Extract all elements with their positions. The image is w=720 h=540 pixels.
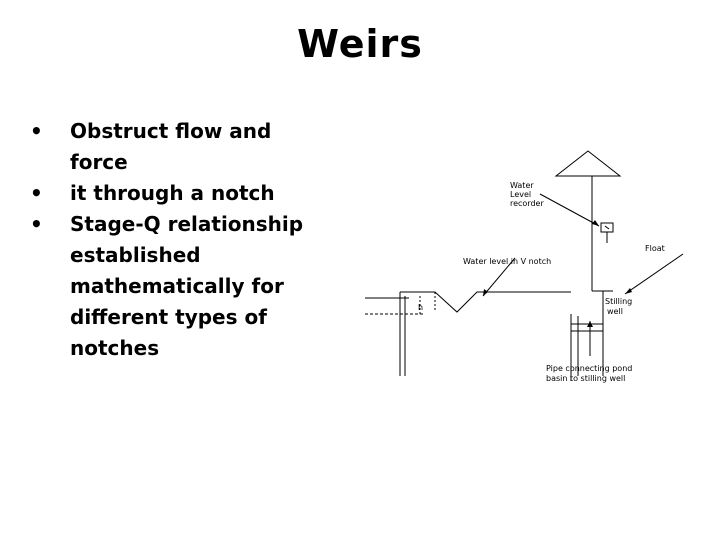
bullet-marker: • [30, 181, 43, 205]
label-recorder-line3: recorder [510, 199, 544, 208]
shelter-roof [554, 150, 622, 177]
bullet-item: • Stage-Q relationship established mathem… [30, 209, 330, 364]
bullet-item: • it through a notch [30, 178, 330, 209]
label-water-level-notch: Water level in V notch [463, 257, 551, 266]
bullet-text: it through a notch [70, 181, 275, 205]
bullet-marker: • [30, 212, 43, 236]
label-stilling-line2: well [607, 307, 623, 316]
bullet-text: Obstruct flow and force [70, 119, 272, 174]
bullet-list: • Obstruct flow and force • it through a n… [30, 116, 330, 364]
label-pipe-line2: basin to stilling well [546, 374, 625, 383]
weir-diagram: Water Level recorder Water level in V no… [365, 150, 684, 383]
bullet-marker: • [30, 119, 43, 143]
label-recorder-line2: Level [510, 190, 531, 199]
label-recorder-line1: Water [510, 181, 534, 190]
label-stilling-line1: Stilling [605, 297, 632, 306]
bullet-text: Stage-Q relationship established mathema… [70, 212, 304, 360]
label-pipe-line1: Pipe connecting pond [546, 364, 632, 373]
page-title: Weirs [297, 22, 423, 66]
v-notch-weir [400, 291, 571, 313]
label-float: Float [645, 244, 665, 253]
label-head: h [418, 303, 423, 312]
bullet-item: • Obstruct flow and force [30, 116, 330, 178]
